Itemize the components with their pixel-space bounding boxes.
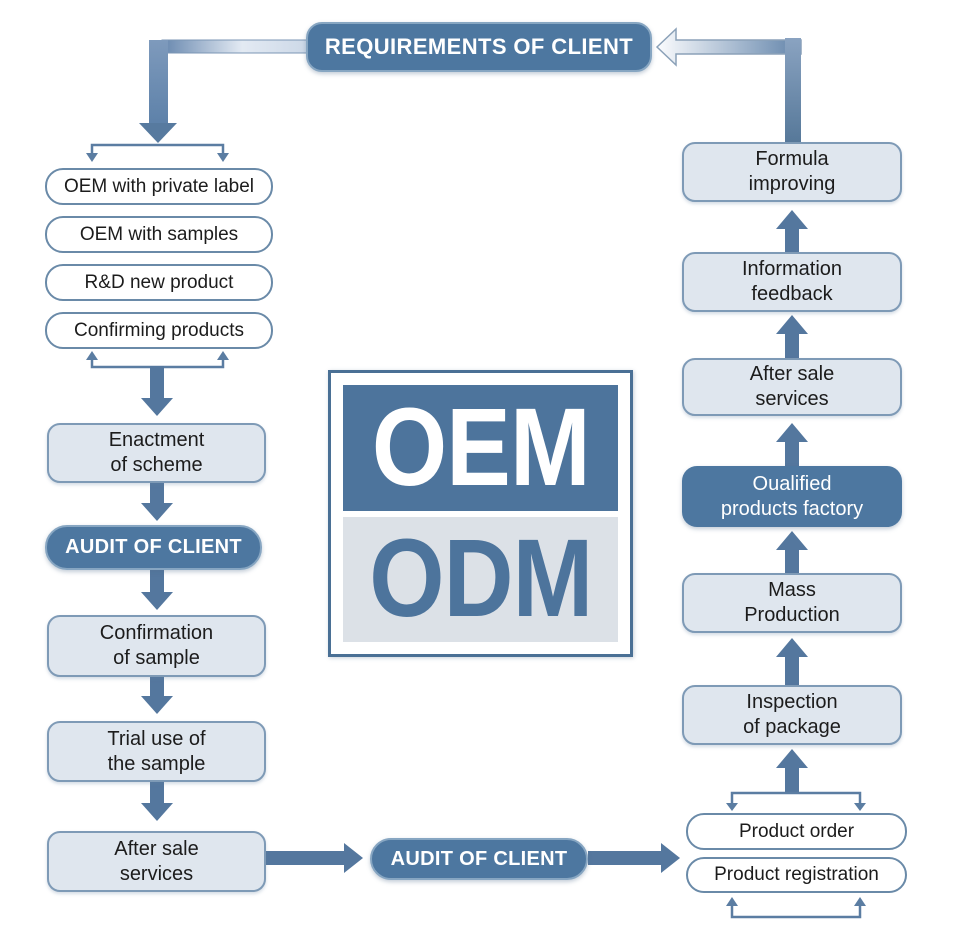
arrow-audit-bottom-to-orders (588, 843, 680, 873)
oem-label: OEM (371, 385, 591, 509)
node-formula-improving: Formula improving (682, 142, 902, 202)
arrow-options-to-enactment (141, 366, 173, 416)
node-after-sale-services-left: After sale services (47, 831, 266, 892)
node-confirmation-of-sample: Confirmation of sample (47, 615, 266, 677)
node-inspection-of-package: Inspection of package (682, 685, 902, 745)
arrow-qualified-to-aftersale (776, 423, 808, 468)
odm-label: ODM (368, 517, 593, 641)
arrow-feedback-to-formula (776, 210, 808, 254)
connector-requirements-to-options (139, 39, 309, 143)
arrow-orders-to-inspection (776, 749, 808, 793)
node-trial-use-of-sample: Trial use of the sample (47, 721, 266, 782)
arrow-audit-to-confirmation (141, 568, 173, 610)
arrow-inspection-to-mass (776, 638, 808, 686)
bracket-options-top (86, 143, 229, 162)
arrow-enactment-to-audit (141, 481, 173, 521)
node-mass-production: Mass Production (682, 573, 902, 633)
node-enactment-of-scheme: Enactment of scheme (47, 423, 266, 483)
oem-odm-emblem: OEM ODM (328, 370, 633, 657)
node-audit-of-client-bottom: AUDIT OF CLIENT (370, 838, 588, 880)
arrow-mass-to-qualified (776, 531, 808, 574)
arrow-aftersale-to-feedback (776, 315, 808, 358)
node-product-registration: Product registration (686, 857, 907, 893)
node-oem-with-private-label: OEM with private label (45, 168, 273, 205)
arrow-aftersale-to-audit-bottom (266, 843, 363, 873)
oem-emblem-half: OEM (343, 385, 618, 511)
node-product-order: Product order (686, 813, 907, 850)
connector-formula-to-requirements (655, 27, 802, 143)
arrow-confirmation-to-trial (141, 676, 173, 714)
bracket-options-bottom (86, 351, 229, 369)
node-qualified-products-factory: Oualified products factory (682, 466, 902, 527)
node-audit-of-client-left: AUDIT OF CLIENT (45, 525, 262, 570)
node-requirements-of-client: REQUIREMENTS OF CLIENT (306, 22, 652, 72)
arrow-trial-to-aftersale (141, 781, 173, 821)
node-after-sale-services-right: After sale services (682, 358, 902, 416)
node-information-feedback: Information feedback (682, 252, 902, 312)
node-rd-new-product: R&D new product (45, 264, 273, 301)
node-confirming-products: Confirming products (45, 312, 273, 349)
bracket-orders-top (726, 791, 866, 811)
odm-emblem-half: ODM (343, 516, 618, 642)
node-oem-with-samples: OEM with samples (45, 216, 273, 253)
bracket-orders-bottom (726, 897, 866, 919)
